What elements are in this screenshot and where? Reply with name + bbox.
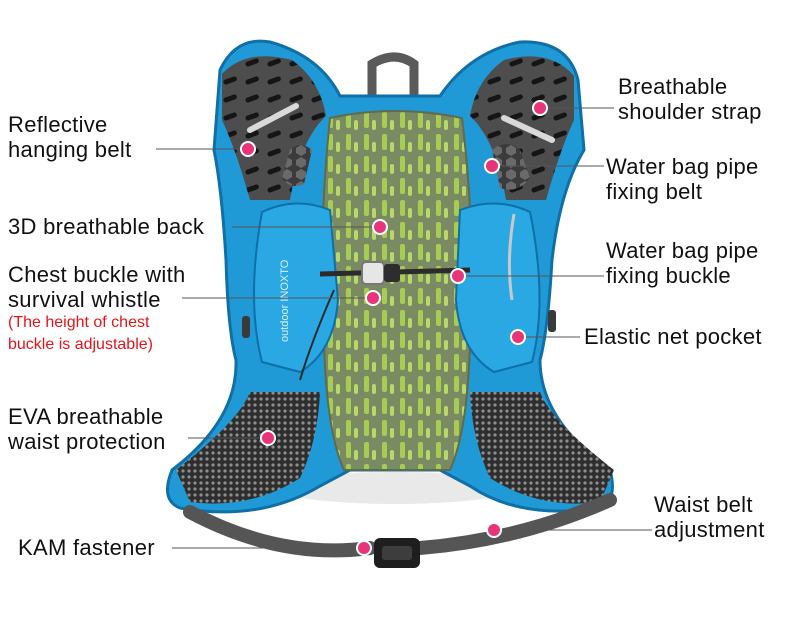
marker-shoulder-strap xyxy=(532,100,548,116)
label-reflective-hanging-belt: Reflective hanging belt xyxy=(8,112,132,162)
callout-markers xyxy=(240,100,548,556)
brand-print: outdoor INOXTO xyxy=(279,259,291,342)
ground-shadow xyxy=(275,472,515,504)
marker-pipe-belt xyxy=(484,158,500,174)
marker-kam-fastener xyxy=(356,540,372,556)
label-3d-breathable-back: 3D breathable back xyxy=(8,214,205,239)
marker-chest-buckle xyxy=(365,290,381,306)
label-eva-waist-protection: EVA breathable waist protection xyxy=(8,404,166,454)
marker-reflective-belt xyxy=(240,141,256,157)
label-pipe-fixing-buckle: Water bag pipe fixing buckle xyxy=(606,238,759,288)
label-waist-belt-adjustment: Waist belt adjustment xyxy=(654,492,765,542)
right-side-pocket xyxy=(454,202,541,374)
label-pipe-fixing-belt: Water bag pipe fixing belt xyxy=(606,154,759,204)
note-chest-buckle-height: (The height of chest buckle is adjustabl… xyxy=(8,314,153,353)
top-handle xyxy=(367,52,419,105)
back-mesh-panel xyxy=(321,110,473,471)
marker-waist-adjust xyxy=(486,522,502,538)
label-breathable-shoulder-strap: Breathable shoulder strap xyxy=(618,74,762,124)
marker-breathable-back xyxy=(372,219,388,235)
left-waist-wing xyxy=(176,392,320,504)
leader-lines xyxy=(156,107,652,549)
left-side-pocket xyxy=(253,202,340,374)
left-strap-mesh xyxy=(222,56,326,200)
label-kam-fastener: KAM fastener xyxy=(18,535,155,560)
waist-belt xyxy=(183,493,617,558)
marker-eva-waist xyxy=(260,430,276,446)
chest-buckle xyxy=(361,261,385,285)
marker-pipe-buckle xyxy=(450,268,466,284)
label-chest-buckle: Chest buckle with survival whistle xyxy=(8,262,186,312)
label-elastic-net-pocket: Elastic net pocket xyxy=(584,324,762,349)
marker-net-pocket xyxy=(510,329,526,345)
right-waist-wing xyxy=(470,392,614,504)
